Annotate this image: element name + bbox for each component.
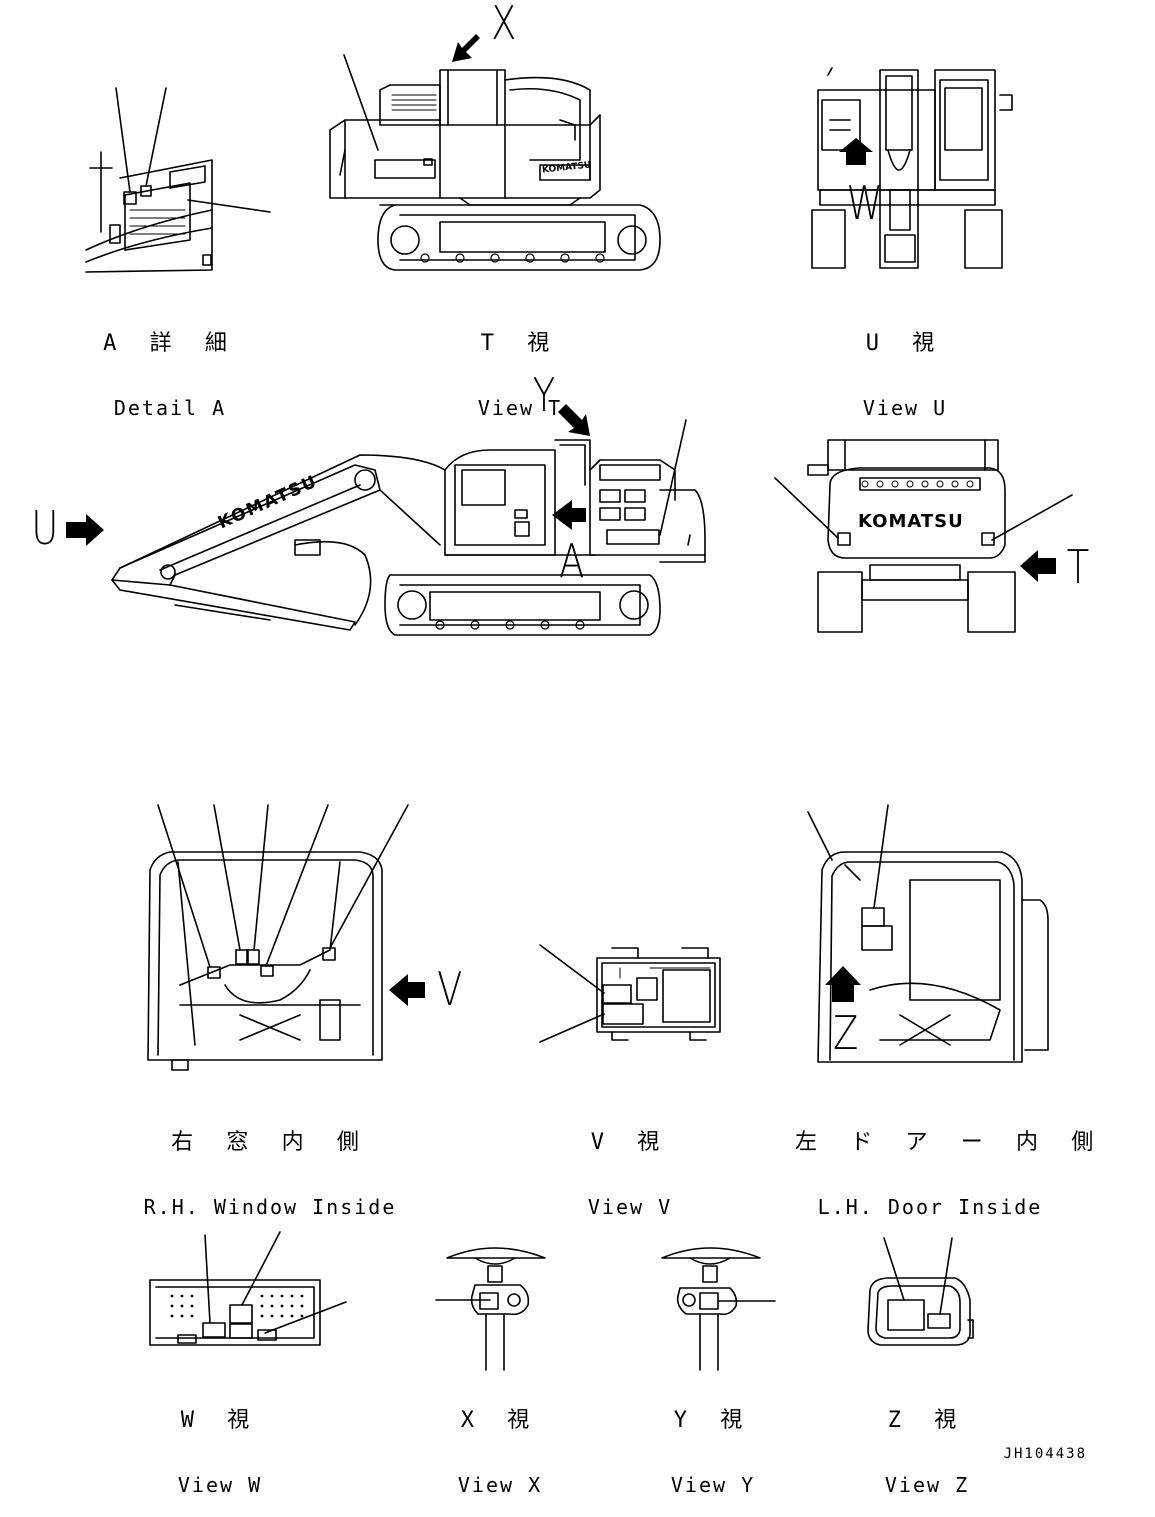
caption-detail-a-jp: A 詳 細 [103,331,237,356]
caption-view-x: X 視 View X [430,1370,570,1517]
caption-view-z-en: View Z [884,1473,970,1497]
view-y-drawing [662,1248,775,1370]
caption-rh-window: 右 窓 内 側 R.H. Window Inside [140,1092,400,1239]
caption-detail-a-en: Detail A [113,396,227,420]
arrow-a [552,500,586,530]
view-letter-w: W [846,176,883,230]
caption-view-z-jp: Z 視 [887,1408,967,1433]
arrow-u [66,514,104,546]
arrow-z [825,966,861,1002]
caption-view-u: U 視 View U [835,293,975,440]
caption-view-t-jp: T 視 [480,331,560,356]
caption-view-z: Z 視 View Z [857,1370,997,1517]
caption-view-y: Y 視 View Y [643,1370,783,1517]
view-letter-y: Y [532,368,556,422]
caption-lh-door-jp: 左 ド ア ー 内 側 [795,1130,1104,1155]
caption-view-x-jp: X 視 [460,1408,540,1433]
view-letter-a: A [559,534,585,588]
view-t-drawing [330,55,660,270]
drawing-code: JH104438 [1003,1446,1087,1462]
view-v-drawing [540,945,720,1042]
brand-logo-rear: KOMATSU [858,511,964,532]
arrow-t [1020,550,1056,582]
view-z-drawing [868,1238,973,1345]
caption-rh-window-en: R.H. Window Inside [143,1195,397,1219]
view-x-drawing [436,1248,545,1370]
view-letter-z: Z [833,1006,859,1060]
caption-view-t: T 視 View T [450,293,590,440]
view-u-drawing [812,68,1012,268]
caption-view-y-jp: Y 視 [673,1408,753,1433]
arrow-v [389,974,425,1006]
caption-view-u-en: View U [862,396,948,420]
rear-view-drawing [775,440,1072,632]
view-letter-u: U [31,501,59,555]
caption-view-y-en: View Y [670,1473,756,1497]
detail-a-drawing [86,88,270,272]
caption-view-w-jp: W 視 [180,1408,260,1433]
caption-view-t-en: View T [477,396,563,420]
arrow-w [839,138,873,165]
main-excavator-drawing [112,420,705,635]
view-w-drawing [150,1232,346,1345]
caption-view-v-en: View V [587,1195,673,1219]
caption-lh-door-en: L.H. Door Inside [817,1195,1043,1219]
rh-window-drawing [148,805,408,1070]
caption-view-w: W 視 View W [150,1370,290,1517]
lh-door-drawing [808,805,1048,1062]
arrow-x [452,34,480,62]
arrow-y [558,404,590,436]
caption-detail-a: A 詳 細 Detail A [100,293,240,440]
caption-view-v-jp: V 視 [590,1130,670,1155]
view-letter-v: V [437,962,463,1016]
caption-view-v: V 視 View V [560,1092,700,1239]
caption-view-w-en: View W [177,1473,263,1497]
view-letter-t: T [1066,540,1090,594]
caption-view-u-jp: U 視 [865,331,945,356]
caption-rh-window-jp: 右 窓 内 側 [171,1130,369,1155]
view-letter-x: X [491,0,517,50]
caption-view-x-en: View X [457,1473,543,1497]
caption-lh-door: 左 ド ア ー 内 側 L.H. Door Inside [795,1092,1104,1239]
